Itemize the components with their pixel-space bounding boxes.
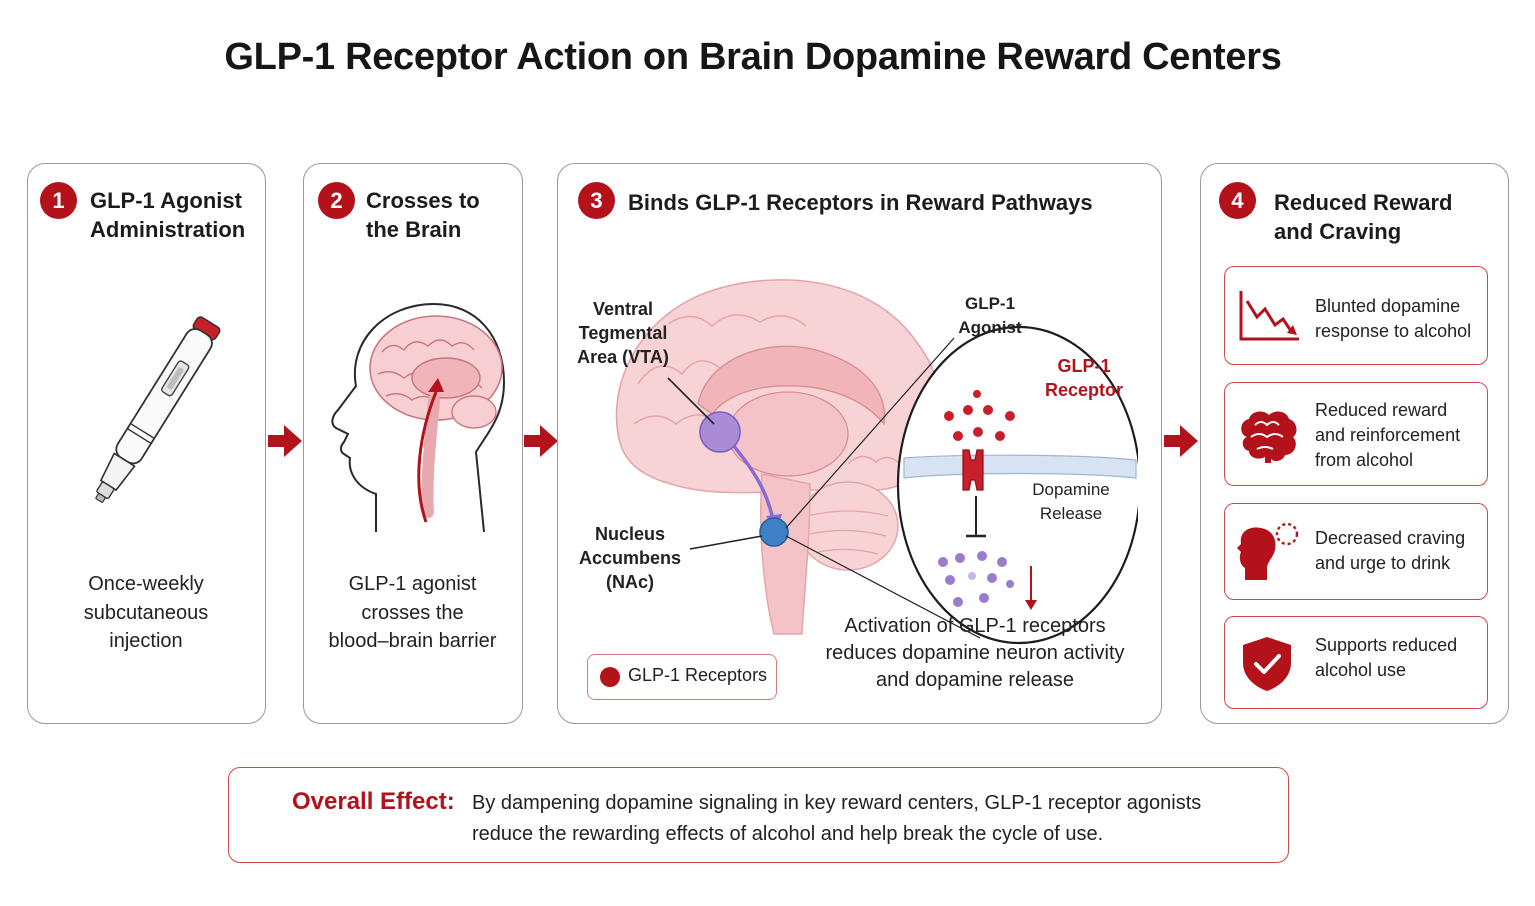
injection-pen-icon: [95, 316, 221, 503]
step-1-caption: Once-weekly subcutaneous injection: [28, 570, 264, 656]
inset-agonist-line1: GLP-1: [964, 294, 1016, 313]
inset-receptor-label: GLP-1 Receptor: [1038, 354, 1130, 402]
step-2-title-line1: Crosses to: [366, 188, 480, 213]
flow-arrow-1-icon: [268, 425, 302, 457]
overall-effect-line2: reduce the rewarding effects of alcohol …: [472, 823, 1104, 845]
step-2-title-line2: the Brain: [366, 217, 462, 242]
step-1-panel: 1 GLP-1 Agonist Administration Once-week…: [27, 163, 266, 724]
step-4-title: Reduced Reward and Craving: [1274, 188, 1453, 246]
head-craving-icon: [1237, 522, 1299, 580]
step-1-title: GLP-1 Agonist Administration: [90, 186, 245, 244]
effect-text-blunted-dopamine: Blunted dopamine response to alcohol: [1315, 294, 1471, 344]
step-3-badge: 3: [578, 182, 615, 219]
step-4-title-line1: Reduced Reward: [1274, 190, 1453, 215]
step-4-badge: 4: [1219, 182, 1256, 219]
step-1-caption-line3: injection: [109, 630, 183, 652]
inset-receptor-line1: GLP-1: [1057, 356, 1111, 376]
legend-receptor-label: GLP-1 Receptors: [628, 665, 768, 685]
effect-3-line1: Decreased craving: [1315, 528, 1466, 548]
effect-4-line2: alcohol use: [1315, 660, 1407, 680]
overall-effect-text: By dampening dopamine signaling in key r…: [472, 788, 1252, 850]
step-2-caption-line2: crosses the: [361, 601, 464, 624]
page-title: GLP-1 Receptor Action on Brain Dopamine …: [224, 36, 1282, 78]
effect-text-decreased-craving: Decreased craving and urge to drink: [1315, 526, 1465, 576]
step-2-caption-line3: blood–brain barrier: [328, 630, 497, 652]
overall-effect-label: Overall Effect:: [292, 788, 455, 815]
step-3-caption-line2: reduces dopamine neuron activity: [825, 642, 1125, 664]
step-1-caption-line2: subcutaneous: [83, 601, 209, 624]
effect-item-decreased-craving: Decreased craving and urge to drink: [1224, 503, 1488, 600]
step-2-badge: 2: [318, 182, 355, 219]
brain-sagittal-illustration: [615, 279, 1138, 645]
step-2-panel: 2 Crosses to the Brain GLP-1 agonist cro…: [303, 163, 523, 724]
declining-chart-icon: [1239, 291, 1299, 341]
step-1-badge: 1: [40, 182, 77, 219]
effect-text-reduced-reward: Reduced reward and reinforcement from al…: [1315, 398, 1460, 473]
inset-dopamine-line2: Release: [1039, 504, 1103, 523]
step-3-caption-line3: and dopamine release: [876, 669, 1074, 691]
step-2-title: Crosses to the Brain: [366, 186, 480, 244]
nac-label: Nucleus Accumbens (NAc): [572, 522, 688, 594]
effect-1-line2: response to alcohol: [1315, 321, 1472, 341]
step-2-caption: GLP-1 agonist crosses the blood–brain ba…: [304, 570, 521, 656]
flow-arrow-2-icon: [524, 425, 558, 457]
effect-2-line2: and reinforcement: [1315, 425, 1461, 445]
step-3-panel: 3 Binds GLP-1 Receptors in Reward Pathwa…: [557, 163, 1162, 724]
shield-check-icon: [1243, 637, 1291, 691]
effect-2-line1: Reduced reward: [1315, 400, 1448, 420]
receptor-legend: GLP-1 Receptors: [587, 654, 777, 700]
step-1-caption-line1: Once-weekly: [88, 573, 204, 595]
effect-item-blunted-dopamine: Blunted dopamine response to alcohol: [1224, 266, 1488, 365]
inset-receptor-line2: Receptor: [1044, 380, 1124, 400]
effect-item-reduced-reward: Reduced reward and reinforcement from al…: [1224, 382, 1488, 486]
effect-item-supports-reduced-use: Supports reduced alcohol use: [1224, 616, 1488, 709]
step-4-title-line2: and Craving: [1274, 219, 1402, 244]
inset-dopamine-line1: Dopamine: [1032, 480, 1110, 499]
overall-effect-box: Overall Effect: By dampening dopamine si…: [228, 767, 1289, 863]
effect-1-line1: Blunted dopamine: [1315, 296, 1461, 316]
inset-agonist-line2: Agonist: [958, 318, 1022, 337]
nac-label-line1: Nucleus: [594, 524, 666, 544]
nac-label-line3: (NAc): [606, 572, 654, 592]
inset-dopamine-label: Dopamine Release: [1026, 478, 1116, 526]
effect-4-line1: Supports reduced: [1315, 635, 1458, 655]
vta-label-line2: Tegmental: [578, 323, 668, 343]
vta-label-line1: Ventral: [592, 299, 654, 319]
effect-text-supports-reduced-use: Supports reduced alcohol use: [1315, 633, 1457, 683]
step-3-title: Binds GLP-1 Receptors in Reward Pathways: [628, 190, 1093, 215]
step-2-caption-line1: GLP-1 agonist: [348, 573, 477, 595]
vta-label-line3: Area (VTA): [577, 347, 669, 367]
overall-effect-line1: By dampening dopamine signaling in key r…: [472, 792, 1202, 814]
step-3-caption-line1: Activation of GLP-1 receptors: [844, 615, 1106, 637]
vta-label: Ventral Tegmental Area (VTA): [568, 297, 678, 369]
nac-label-line2: Accumbens: [578, 548, 682, 568]
brain-icon: [1241, 411, 1297, 463]
inset-agonist-label: GLP-1 Agonist: [946, 292, 1034, 340]
flow-arrow-3-icon: [1164, 425, 1198, 457]
step-3-caption: Activation of GLP-1 receptors reduces do…: [808, 613, 1142, 694]
effect-3-line2: and urge to drink: [1315, 553, 1451, 573]
step-1-title-line2: Administration: [90, 217, 246, 242]
effect-2-line3: from alcohol: [1315, 450, 1414, 470]
legend-receptor-swatch: [600, 667, 620, 687]
head-brain-icon: [331, 302, 506, 533]
step-1-title-line1: GLP-1 Agonist: [90, 188, 242, 213]
